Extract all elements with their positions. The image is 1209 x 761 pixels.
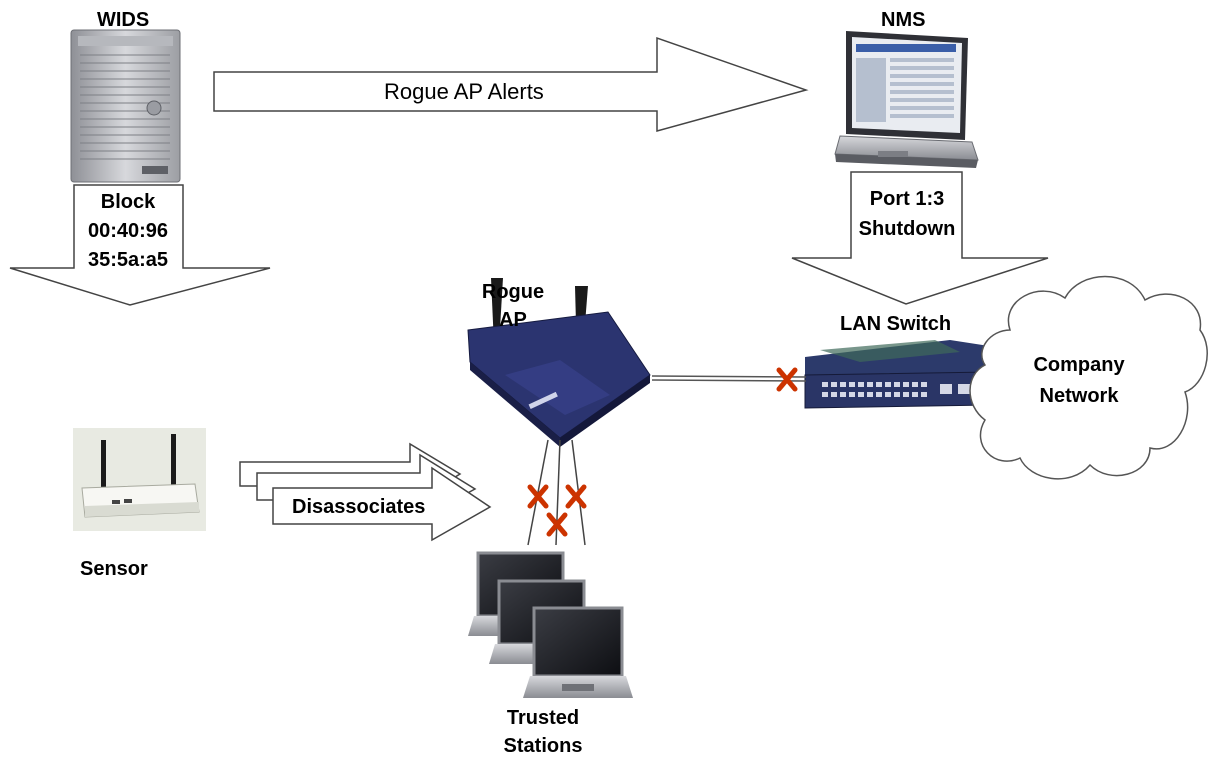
- cloud-icon: [969, 275, 1208, 480]
- block-label: Block 00:40:96 35:5a:a5: [68, 188, 188, 275]
- block-line-3: 35:5a:a5: [87, 249, 169, 271]
- trusted-line-1: Trusted: [506, 707, 580, 729]
- server-icon: [70, 29, 181, 183]
- nms-label: NMS: [881, 9, 926, 31]
- trusted-stations-label: Trusted Stations: [488, 704, 598, 760]
- company-line-2: Network: [1039, 385, 1119, 407]
- rogue-ap-label: Rogue AP: [473, 278, 553, 334]
- ap-switch-link: [651, 375, 807, 382]
- switch-icon: [804, 340, 1015, 409]
- rogue-ap-alerts-label: Rogue AP Alerts: [384, 79, 544, 104]
- company-network-label: Company Network: [1024, 350, 1134, 412]
- block-line-2: 00:40:96: [87, 220, 169, 242]
- disassociates-label: Disassociates: [292, 496, 426, 518]
- disassociates-arrows: [239, 442, 492, 542]
- port-shutdown-label: Port 1:3 Shutdown: [848, 184, 966, 244]
- port-shutdown-arrow: [791, 171, 1049, 305]
- trusted-line-2: Stations: [503, 735, 583, 757]
- laptop-icon: [468, 551, 633, 698]
- sensor-label: Sensor: [80, 558, 148, 580]
- rogue-ap-line-1: Rogue: [481, 281, 545, 303]
- lan-switch-label: LAN Switch: [840, 313, 952, 335]
- x-mark-icon: [527, 367, 798, 537]
- wids-label: WIDS: [97, 9, 150, 31]
- port-line-1: Port 1:3: [869, 188, 945, 210]
- access-point-icon: [467, 278, 651, 447]
- port-line-2: Shutdown: [858, 218, 956, 240]
- laptop-icon: [834, 31, 979, 168]
- rogue-ap-alerts-arrow: [213, 36, 809, 132]
- rogue-ap-line-2: AP: [499, 309, 527, 331]
- block-arrow: [9, 184, 271, 306]
- company-line-1: Company: [1033, 354, 1125, 376]
- block-line-1: Block: [100, 191, 156, 213]
- sensor-icon: [73, 428, 206, 531]
